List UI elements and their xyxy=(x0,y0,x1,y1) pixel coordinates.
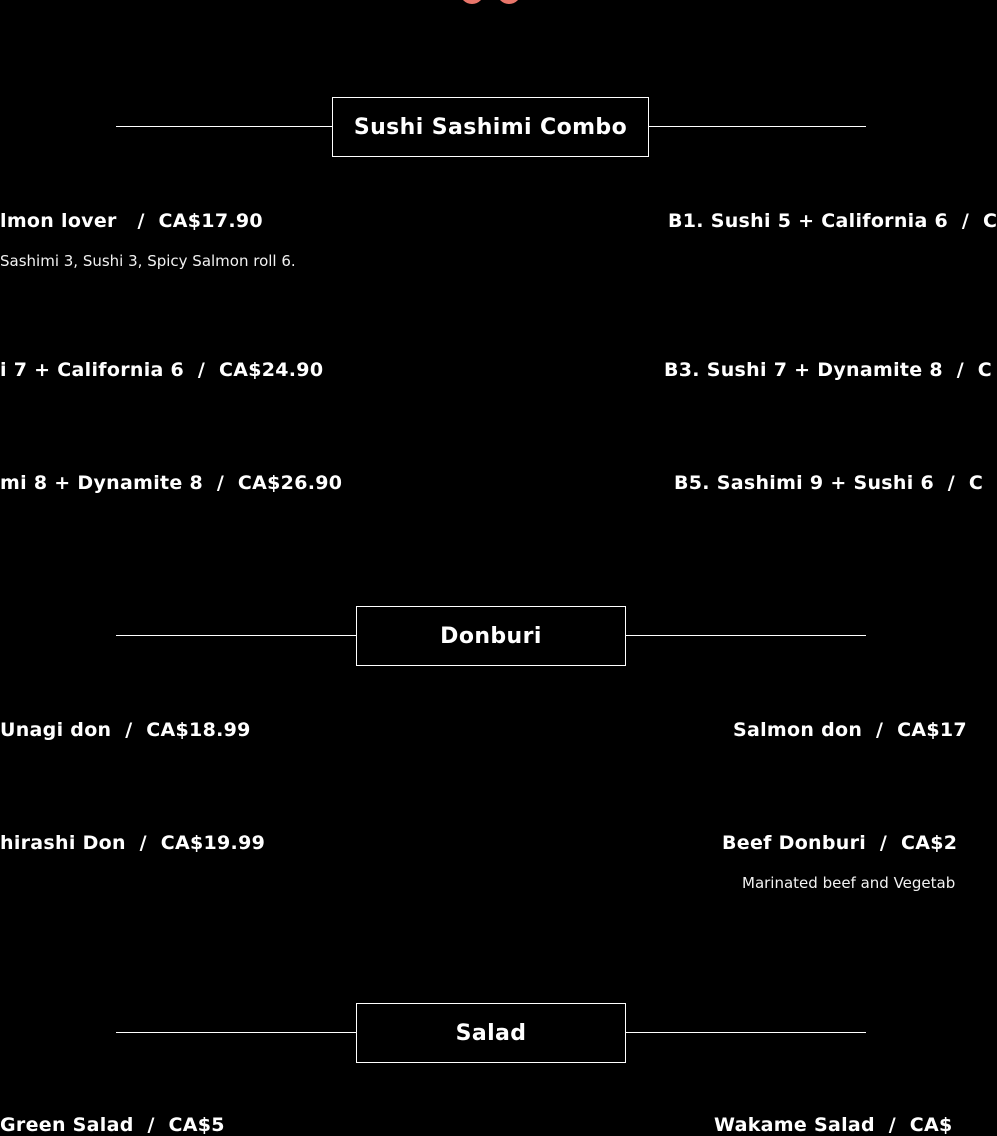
menu-item-beef-donburi-description: Marinated beef and Vegetab xyxy=(742,874,956,892)
decorative-dots xyxy=(460,0,521,6)
menu-item-b3-sushi-dynamite: B3. Sushi 7 + Dynamite 8 / C xyxy=(664,359,993,381)
accent-dot-right xyxy=(497,0,521,4)
menu-item-wakame-salad: Wakame Salad / CA$ xyxy=(714,1114,953,1136)
menu-item-unagi-don: Unagi don / CA$18.99 xyxy=(0,719,251,741)
menu-item-beef-donburi: Beef Donburi / CA$2 xyxy=(722,832,958,854)
menu-item-salmon-lover: lmon lover / CA$17.90 xyxy=(0,210,263,232)
menu-item-b5-sashimi-sushi: B5. Sashimi 9 + Sushi 6 / C xyxy=(674,472,984,494)
menu-item-b1-sushi-california: B1. Sushi 5 + California 6 / C xyxy=(668,210,997,232)
section-header-donburi: Donburi xyxy=(116,606,866,666)
menu-item-green-salad: Green Salad / CA$5 xyxy=(0,1114,225,1136)
menu-item-chirashi-don: hirashi Don / CA$19.99 xyxy=(0,832,266,854)
accent-dot-left xyxy=(460,0,484,4)
menu-item-sushi-7-california-6: i 7 + California 6 / CA$24.90 xyxy=(0,359,324,381)
section-header-sushi-sashimi-combo: Sushi Sashimi Combo xyxy=(116,97,866,157)
section-header-salad: Salad xyxy=(116,1003,866,1063)
menu-item-salmon-lover-description: Sashimi 3, Sushi 3, Spicy Salmon roll 6. xyxy=(0,252,296,270)
section-title-salad: Salad xyxy=(356,1003,626,1063)
section-title-donburi: Donburi xyxy=(356,606,626,666)
menu-item-salmon-don: Salmon don / CA$17 xyxy=(733,719,967,741)
section-title-sushi-sashimi-combo: Sushi Sashimi Combo xyxy=(332,97,649,157)
menu-item-sashimi-8-dynamite-8: mi 8 + Dynamite 8 / CA$26.90 xyxy=(0,472,343,494)
